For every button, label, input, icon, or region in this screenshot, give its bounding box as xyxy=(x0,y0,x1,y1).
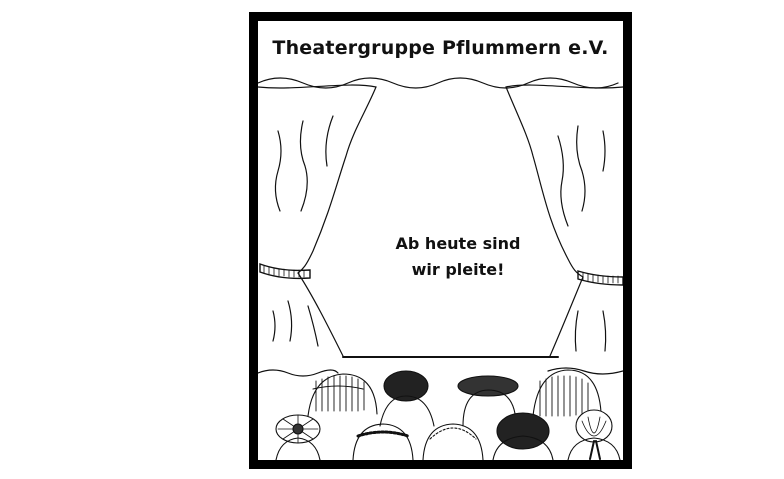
left-tieback-icon xyxy=(259,263,311,280)
right-tieback-icon xyxy=(577,270,623,286)
audience-icon xyxy=(307,369,602,427)
speech-text: Ab heute sind wir pleite! xyxy=(358,231,558,283)
left-curtain-icon xyxy=(258,84,377,274)
speech-line-2: wir pleite! xyxy=(411,260,505,279)
right-curtain-icon xyxy=(505,84,623,278)
stage-illustration xyxy=(258,77,623,460)
speech-line-1: Ab heute sind xyxy=(395,234,521,253)
cartoon-frame: Theatergruppe Pflummern e.V. Ab heute si… xyxy=(249,12,632,469)
troupe-title: Theatergruppe Pflummern e.V. xyxy=(272,37,609,59)
